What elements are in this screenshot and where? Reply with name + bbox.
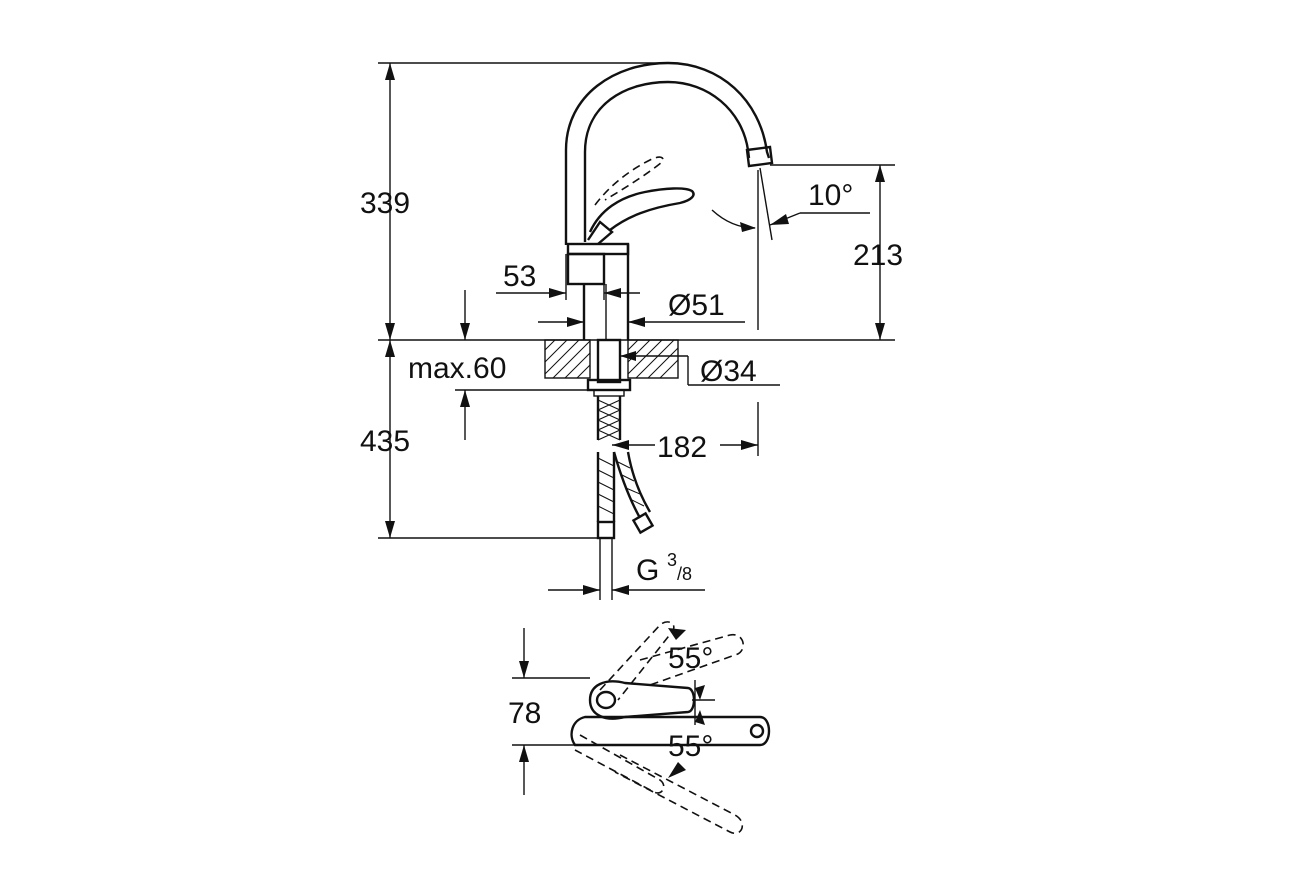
faucet-side-view: [544, 61, 774, 600]
countertop-section: [544, 339, 679, 379]
spout-tip: [745, 145, 774, 168]
top-view-dimensions: [512, 628, 715, 795]
label-height-total: 339: [360, 187, 410, 220]
label-reach: 182: [657, 431, 707, 464]
body-column: [582, 244, 630, 340]
label-thread-denominator: /8: [677, 564, 692, 584]
top-lever-down2-dashed: [614, 754, 744, 835]
label-handle-angle-up: 55°: [668, 642, 713, 675]
spout-inner: [583, 80, 751, 242]
body-upper: [566, 242, 630, 256]
label-body-diameter: Ø51: [668, 289, 725, 322]
mounting-shank: [596, 338, 622, 384]
label-mount-thickness: max.60: [408, 352, 506, 385]
body-block: [566, 252, 606, 286]
label-thread-main: G: [636, 554, 659, 587]
label-body-offset: 53: [503, 260, 536, 293]
top-lever-down-dashed: [574, 734, 665, 794]
top-lever-up-dashed: [599, 621, 675, 701]
label-spout-angle: 10°: [808, 179, 853, 212]
dimension-lines: [378, 62, 895, 595]
label-hole-diameter: Ø34: [700, 355, 757, 388]
top-lever-hole: [595, 690, 617, 710]
label-thread-numerator: 3: [667, 550, 677, 570]
top-base: [570, 715, 771, 747]
lever-handle-dashed: [594, 156, 664, 206]
spout-outer: [564, 61, 771, 245]
mounting-washer: [593, 389, 625, 397]
lever-base: [587, 220, 614, 245]
top-lever: [588, 680, 696, 720]
label-handle-angle-down: 55°: [668, 730, 713, 763]
label-handle-height: 78: [508, 697, 541, 730]
supply-hoses: [596, 396, 655, 600]
lever-handle: [588, 187, 695, 233]
label-height-spout: 213: [853, 239, 903, 272]
top-base-end: [749, 723, 765, 739]
faucet-top-view: [570, 621, 771, 835]
top-lever-up2-dashed: [639, 634, 744, 686]
label-below-height: 435: [360, 425, 410, 458]
